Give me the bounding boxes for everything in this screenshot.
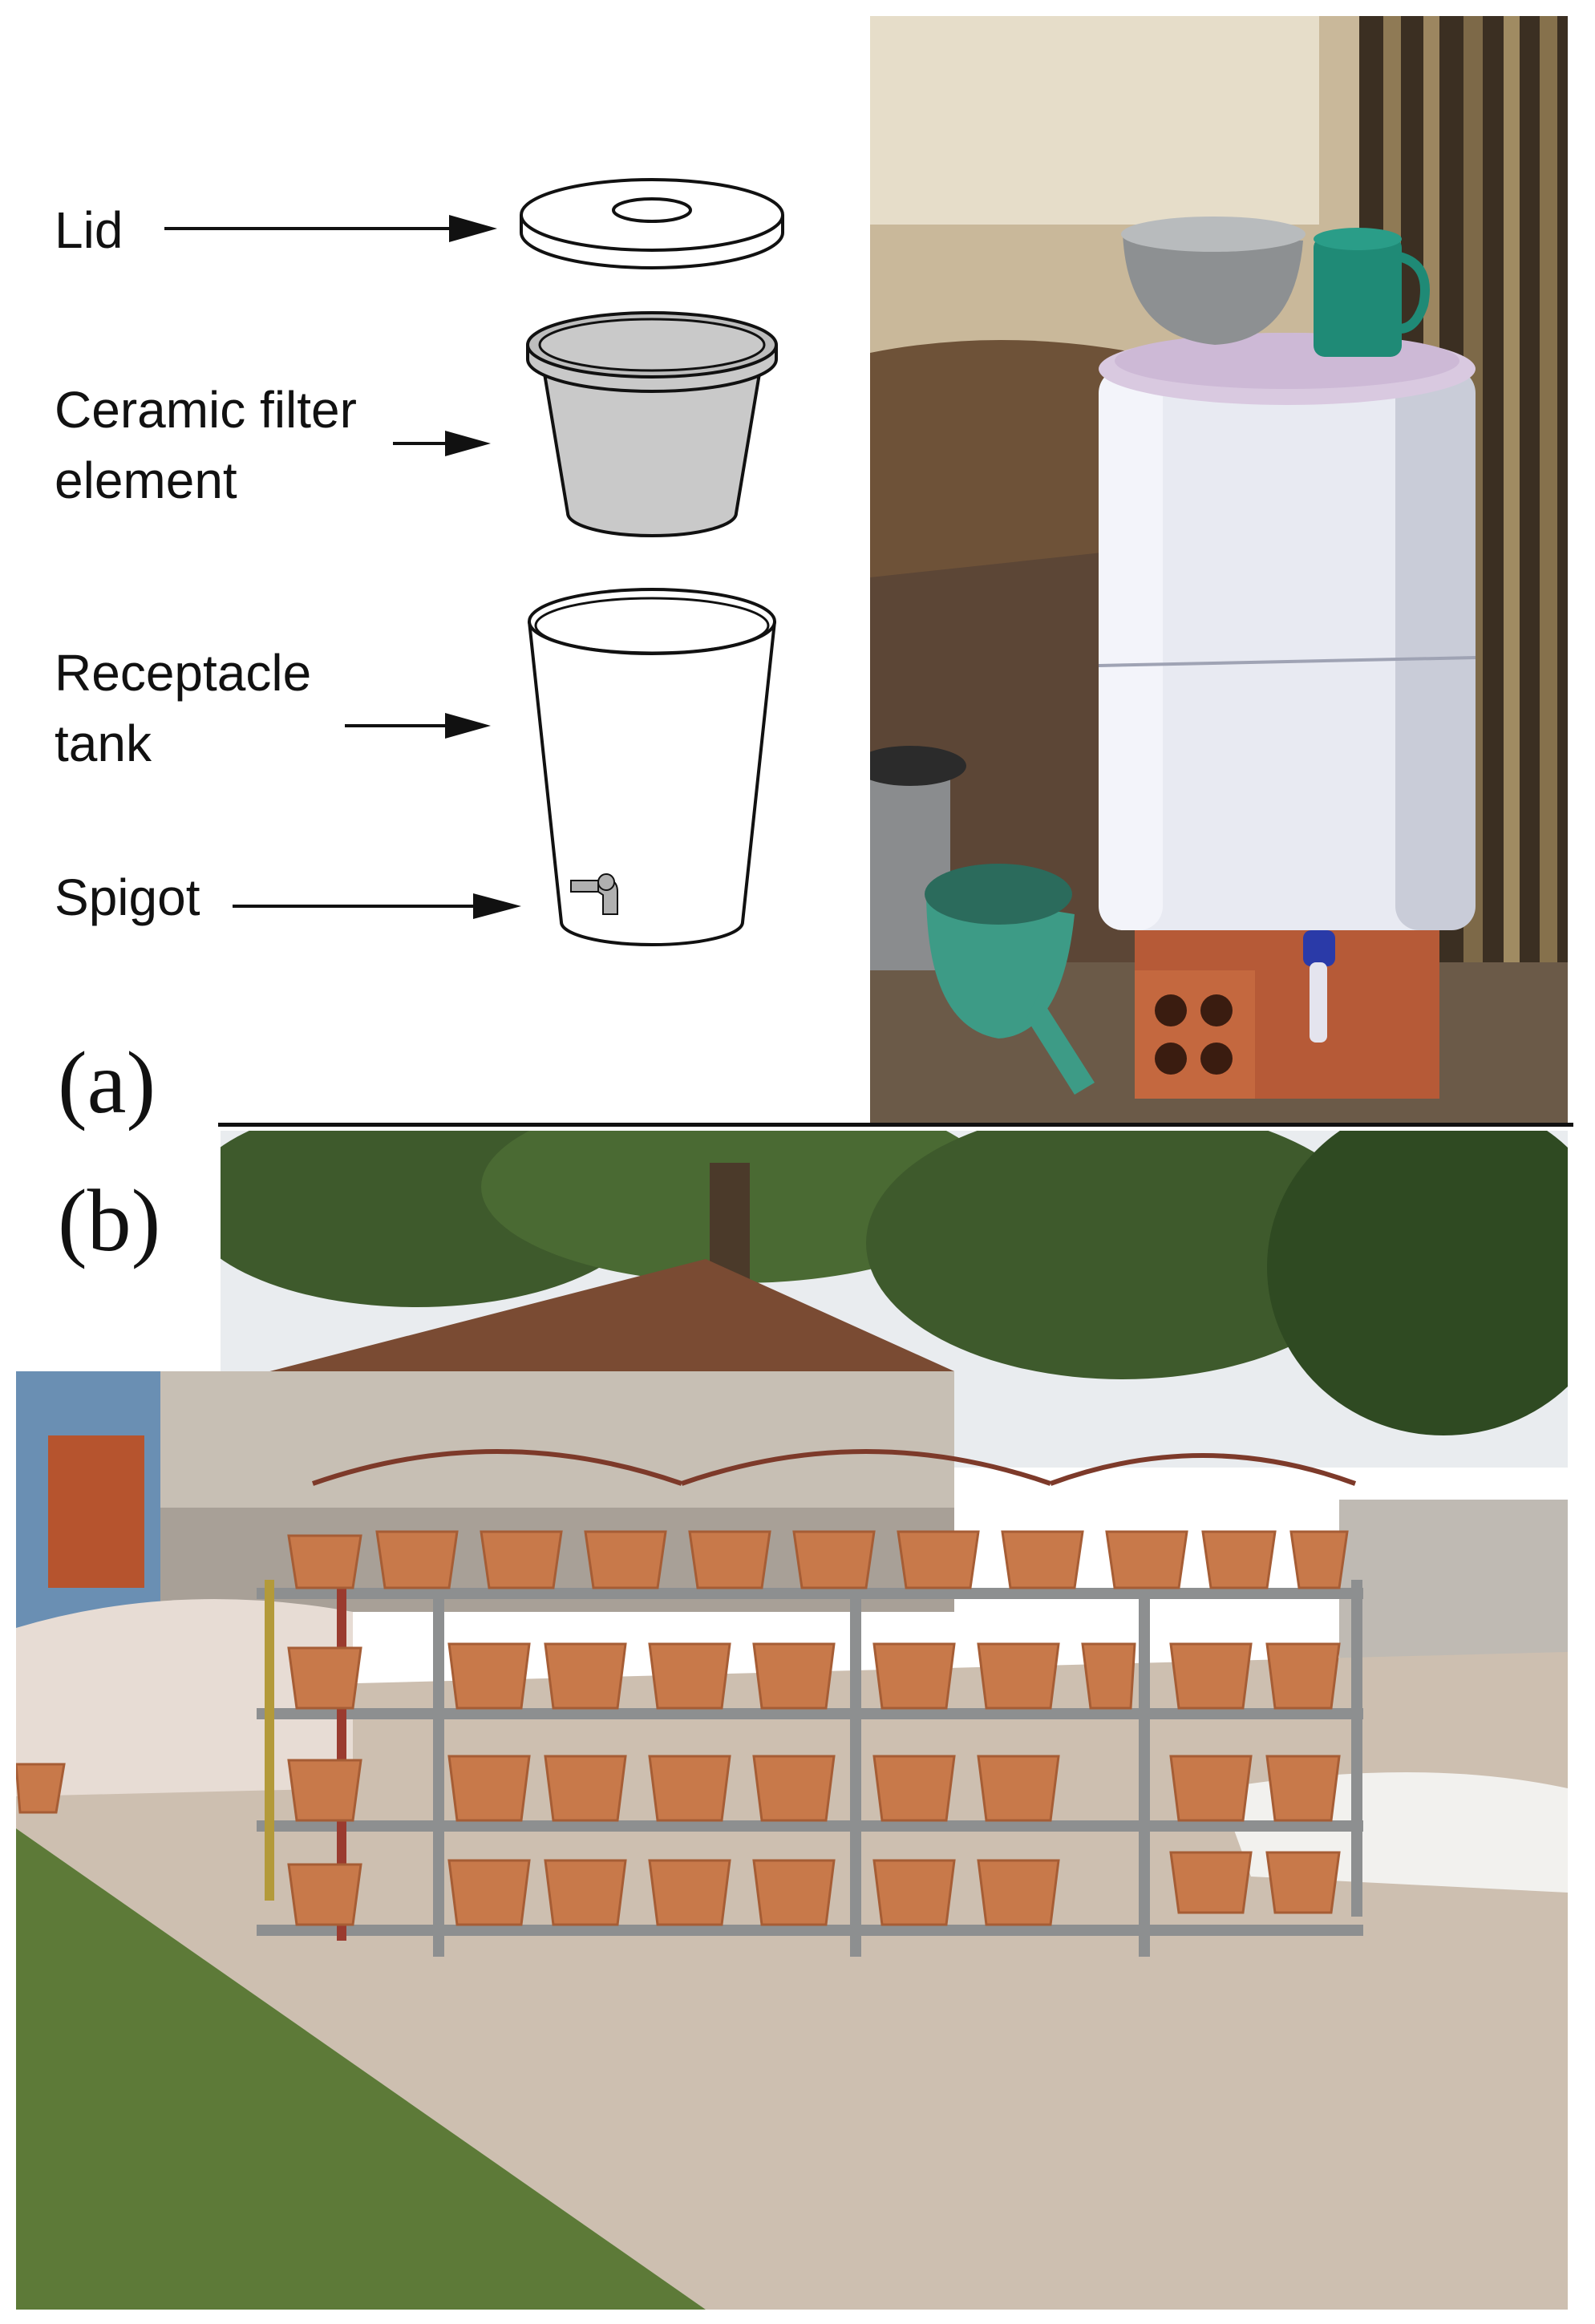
arrow-lid — [164, 215, 497, 242]
label-ceramic-filter-line2: element — [55, 451, 237, 509]
panel-label-b: (b) — [58, 1172, 161, 1269]
green-dipper — [925, 864, 1095, 1095]
ceramic-filter-pots — [16, 1530, 1349, 1926]
label-lid: Lid — [55, 201, 123, 259]
label-receptacle-line1: Receptacle — [55, 644, 312, 702]
metal-bowl — [1121, 217, 1306, 345]
receptacle-tank-drawing — [528, 588, 776, 946]
household-filter-photo — [870, 16, 1568, 1123]
green-cup — [1314, 228, 1430, 357]
filter-production-yard-photo — [16, 1131, 1568, 2310]
bucket-spigot — [1303, 930, 1335, 1043]
arrow-tank — [345, 713, 491, 739]
ceramic-filter-drawing — [526, 311, 778, 537]
panel-divider — [218, 1123, 1573, 1127]
exploded-view-drawing — [164, 178, 784, 946]
tree-canopy — [184, 1131, 1568, 1468]
label-spigot: Spigot — [55, 868, 200, 926]
brick-stand — [1135, 914, 1439, 1099]
arrow-filter — [393, 431, 491, 456]
drying-shelves — [257, 1449, 1363, 1957]
arrow-spigot — [233, 893, 521, 919]
filter-bucket — [1098, 333, 1476, 930]
label-receptacle-line2: tank — [55, 715, 152, 772]
background-building — [160, 1259, 954, 1612]
label-ceramic-filter-line1: Ceramic filter — [55, 381, 357, 439]
spigot-drawing — [570, 873, 618, 915]
lid-drawing — [520, 178, 784, 269]
panel-label-a: (a) — [58, 1034, 156, 1132]
